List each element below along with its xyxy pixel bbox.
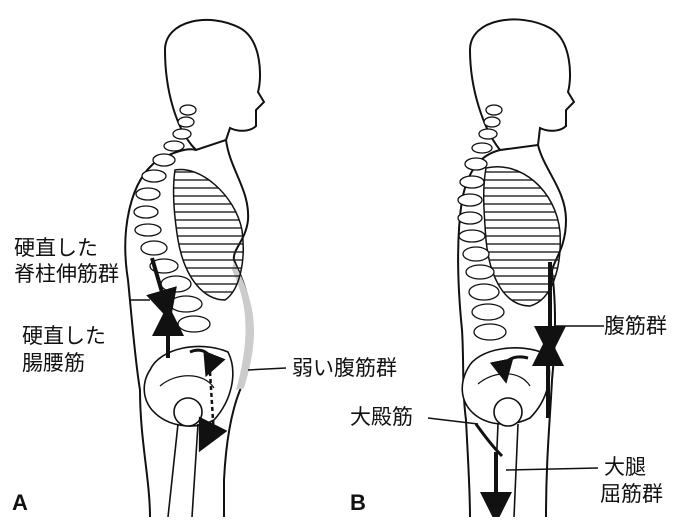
panel-letter-b: B	[350, 490, 366, 516]
label-abdominals: 腹筋群	[604, 314, 667, 338]
label-hamstrings-line1: 大腿	[604, 455, 646, 479]
label-weak-abdominals: 弱い腹筋群	[292, 356, 397, 380]
panel-letter-a: A	[12, 490, 28, 516]
label-stiff-erector-line2: 脊柱伸筋群	[14, 262, 119, 286]
label-stiff-iliopsoas-line1: 硬直した	[22, 324, 106, 348]
label-gluteus-maximus: 大殿筋	[350, 405, 413, 429]
label-stiff-erector-line1: 硬直した	[14, 236, 98, 260]
label-hamstrings-line2: 屈筋群	[600, 482, 663, 506]
figure-b-body	[428, 19, 604, 517]
figure-a-body	[125, 20, 286, 517]
label-stiff-iliopsoas-line2: 腸腰筋	[22, 351, 85, 375]
